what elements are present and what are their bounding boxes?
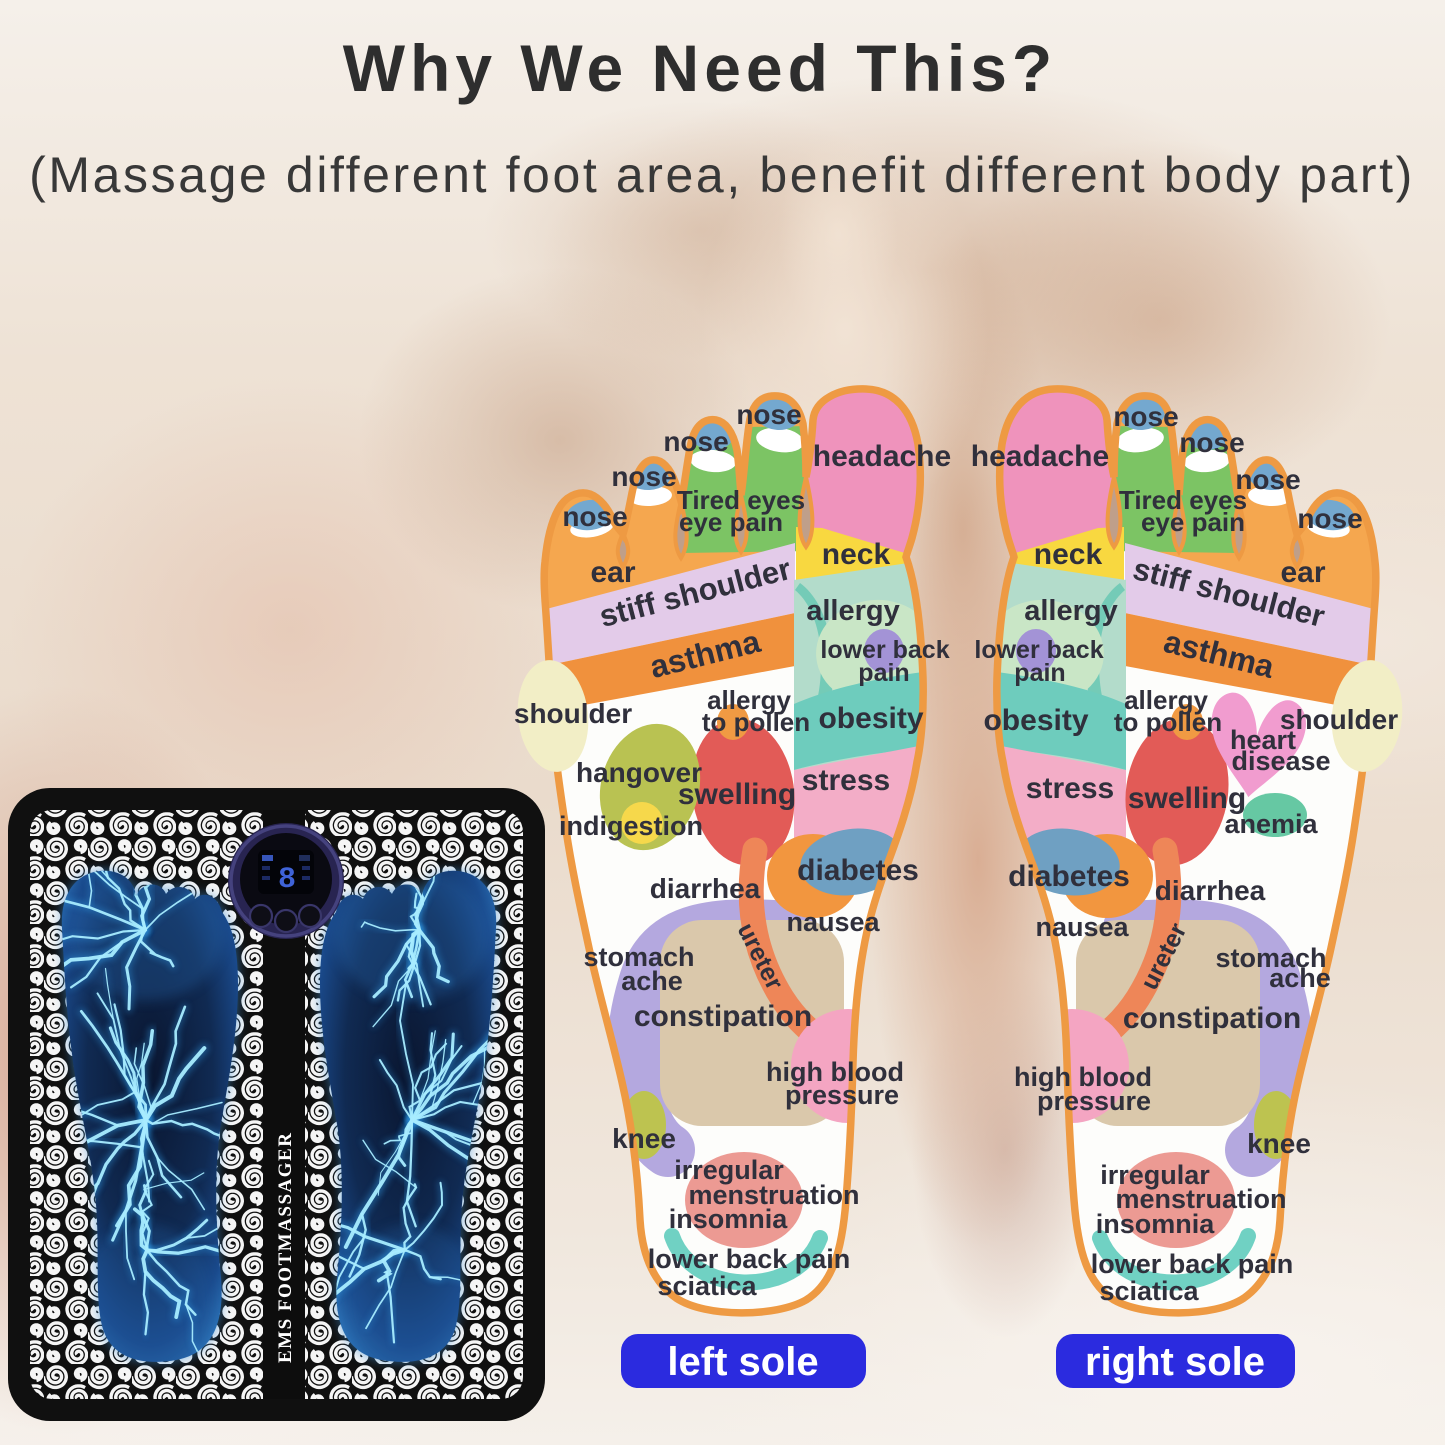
- svg-text:heart: heart: [1230, 725, 1296, 755]
- svg-text:swelling: swelling: [678, 778, 796, 811]
- svg-text:diabetes: diabetes: [1008, 860, 1130, 893]
- svg-text:(Massage different foot area,: (Massage different foot area, benefit di…: [29, 147, 1415, 203]
- svg-text:lower back: lower back: [974, 636, 1103, 664]
- svg-text:sciatica: sciatica: [1099, 1276, 1199, 1306]
- svg-text:irregular: irregular: [1100, 1160, 1210, 1190]
- svg-text:menstruation: menstruation: [1115, 1184, 1286, 1214]
- svg-text:allergy: allergy: [707, 685, 791, 715]
- svg-text:disease: disease: [1231, 746, 1330, 776]
- svg-text:insomnia: insomnia: [669, 1204, 789, 1234]
- svg-text:left sole: left sole: [667, 1340, 818, 1384]
- svg-text:pressure: pressure: [785, 1080, 899, 1110]
- svg-text:indigestion: indigestion: [559, 811, 703, 841]
- svg-text:to pollen: to pollen: [1114, 707, 1222, 737]
- svg-text:ear: ear: [1280, 556, 1325, 589]
- svg-text:sciatica: sciatica: [657, 1271, 757, 1301]
- svg-text:pain: pain: [858, 659, 909, 687]
- svg-text:eye pain: eye pain: [1141, 507, 1245, 537]
- svg-text:nausea: nausea: [786, 907, 880, 937]
- svg-text:swelling: swelling: [1128, 782, 1246, 815]
- svg-text:high blood: high blood: [1014, 1062, 1152, 1092]
- svg-text:8: 8: [278, 863, 296, 897]
- svg-text:allergy: allergy: [1024, 595, 1118, 627]
- svg-text:knee: knee: [612, 1123, 676, 1154]
- svg-text:stomach: stomach: [1215, 943, 1326, 973]
- svg-text:nausea: nausea: [1035, 912, 1129, 942]
- svg-text:nose: nose: [1113, 401, 1178, 432]
- svg-text:nose: nose: [1179, 427, 1244, 458]
- svg-text:to pollen: to pollen: [702, 707, 810, 737]
- svg-text:allergy: allergy: [806, 595, 900, 627]
- svg-text:diarrhea: diarrhea: [650, 873, 761, 904]
- svg-text:nose: nose: [663, 426, 728, 457]
- svg-text:ache: ache: [1269, 963, 1331, 993]
- svg-text:nose: nose: [736, 399, 801, 430]
- svg-text:neck: neck: [1034, 538, 1103, 571]
- svg-text:Tired eyes: Tired eyes: [1119, 485, 1247, 515]
- svg-text:pressure: pressure: [1037, 1086, 1151, 1116]
- svg-text:diabetes: diabetes: [797, 854, 919, 887]
- svg-text:headache: headache: [971, 440, 1109, 473]
- svg-text:constipation: constipation: [1123, 1002, 1301, 1035]
- svg-text:stress: stress: [802, 764, 890, 797]
- svg-text:stomach: stomach: [583, 942, 694, 972]
- svg-text:menstruation: menstruation: [688, 1180, 859, 1210]
- svg-text:nose: nose: [1297, 503, 1362, 534]
- svg-text:hangover: hangover: [576, 757, 702, 788]
- svg-text:knee: knee: [1247, 1128, 1311, 1159]
- svg-text:neck: neck: [822, 538, 891, 571]
- svg-text:nose: nose: [611, 461, 676, 492]
- svg-text:Tired eyes: Tired eyes: [677, 485, 805, 515]
- svg-text:headache: headache: [813, 440, 951, 473]
- svg-text:insomnia: insomnia: [1096, 1209, 1216, 1239]
- svg-text:lower back pain: lower back pain: [1091, 1249, 1294, 1279]
- svg-text:shoulder: shoulder: [514, 698, 632, 729]
- svg-text:obesity: obesity: [818, 702, 923, 735]
- svg-text:eye pain: eye pain: [679, 507, 783, 537]
- svg-text:irregular: irregular: [674, 1155, 784, 1185]
- svg-text:anemia: anemia: [1224, 809, 1318, 839]
- svg-text:Why We Need This?: Why We Need This?: [343, 31, 1058, 105]
- svg-text:high blood: high blood: [766, 1057, 904, 1087]
- svg-text:lower back: lower back: [820, 636, 949, 664]
- svg-text:nose: nose: [1235, 464, 1300, 495]
- svg-text:shoulder: shoulder: [1280, 704, 1398, 735]
- svg-text:ache: ache: [621, 966, 683, 996]
- svg-text:constipation: constipation: [634, 1000, 812, 1033]
- svg-text:right sole: right sole: [1085, 1340, 1265, 1384]
- svg-text:lower back pain: lower back pain: [648, 1244, 851, 1274]
- svg-text:nose: nose: [562, 501, 627, 532]
- svg-text:EMS FOOTMASSAGER: EMS FOOTMASSAGER: [275, 1132, 296, 1363]
- svg-text:stress: stress: [1026, 772, 1114, 805]
- svg-text:obesity: obesity: [983, 704, 1088, 737]
- svg-text:allergy: allergy: [1124, 685, 1208, 715]
- svg-text:ear: ear: [590, 556, 635, 589]
- svg-text:pain: pain: [1014, 659, 1065, 687]
- svg-text:diarrhea: diarrhea: [1155, 875, 1266, 906]
